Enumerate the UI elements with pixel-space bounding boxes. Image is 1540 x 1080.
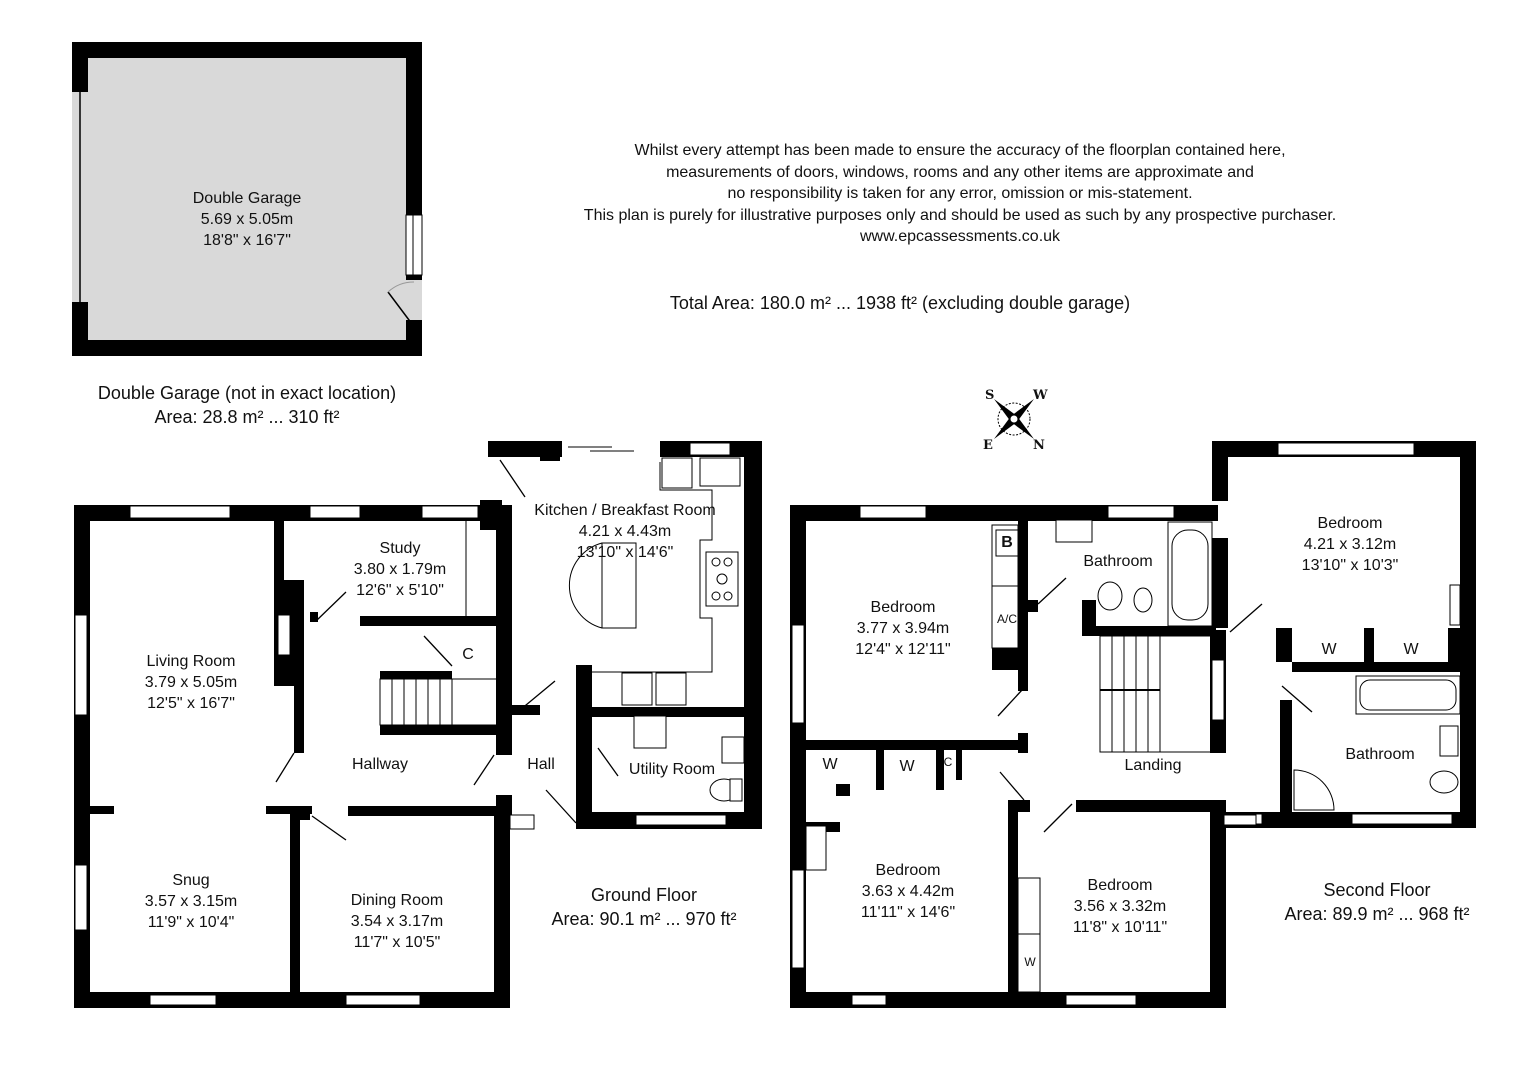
- wardrobe-tag: W: [899, 758, 915, 775]
- room-label-dining-room: Dining Room 3.54 x 3.17m 11'7" x 10'5": [351, 890, 444, 953]
- disclaimer: Whilst every attempt has been made to en…: [584, 140, 1336, 248]
- room-label-cupboard: C: [462, 646, 474, 663]
- compass-n: N: [1033, 438, 1045, 453]
- room-label-hallway: Hallway: [351, 756, 409, 773]
- room-label-bathroom-1: Bathroom: [1083, 553, 1153, 570]
- second-floor-summary: Second Floor Area: 89.9 m² ... 968 ft²: [1284, 878, 1469, 926]
- room-metric: 3.56 x 3.32m: [1073, 898, 1167, 915]
- disclaimer-line-3: no responsibility is taken for any error…: [727, 185, 1193, 202]
- boiler-tag: B: [1001, 534, 1013, 551]
- compass-w: W: [1033, 388, 1048, 403]
- room-name: Bedroom: [875, 862, 941, 879]
- room-label-bedroom-1: Bedroom 3.77 x 3.94m 12'4" x 12'11": [855, 597, 950, 660]
- room-name: Bedroom: [870, 599, 936, 616]
- room-name: Living Room: [146, 653, 236, 670]
- disclaimer-line-4: This plan is purely for illustrative pur…: [583, 206, 1337, 224]
- disclaimer-line-1: Whilst every attempt has been made to en…: [634, 142, 1286, 159]
- cupboard-tag: C: [943, 755, 953, 769]
- room-label-utility: Utility Room: [628, 761, 716, 778]
- room-imperial: 18'8" x 16'7": [203, 232, 291, 249]
- airing-cupboard-tag: A/C: [996, 612, 1018, 626]
- room-metric: 3.80 x 1.79m: [353, 561, 447, 578]
- room-name: Dining Room: [350, 892, 444, 909]
- room-imperial: 13'10" x 10'3": [1301, 557, 1399, 574]
- room-label-hall: Hall: [527, 756, 555, 773]
- wardrobe-tag: W: [1321, 641, 1337, 658]
- garage-caption-title: Double Garage (not in exact location): [97, 383, 397, 403]
- room-metric: 3.54 x 3.17m: [350, 913, 444, 930]
- compass-s: S: [985, 388, 995, 403]
- room-label-bedroom-3: Bedroom 3.63 x 4.42m 11'11" x 14'6": [861, 860, 955, 923]
- room-imperial: 13'10" x 14'6": [576, 544, 674, 561]
- room-label-living-room: Living Room 3.79 x 5.05m 12'5" x 16'7": [145, 651, 238, 714]
- floor-area: Area: 89.9 m² ... 968 ft²: [1284, 904, 1470, 924]
- compass-e: E: [983, 438, 993, 453]
- garage-caption: Double Garage (not in exact location) Ar…: [98, 381, 396, 429]
- room-label-bedroom-4: Bedroom 3.56 x 3.32m 11'8" x 10'11": [1073, 875, 1167, 938]
- double-garage-plan: [72, 42, 423, 356]
- room-imperial: 12'6" x 5'10": [356, 582, 444, 599]
- room-label-bedroom-2: Bedroom 4.21 x 3.12m 13'10" x 10'3": [1302, 513, 1399, 576]
- total-area: Total Area: 180.0 m² ... 1938 ft² (exclu…: [669, 293, 1131, 313]
- room-imperial: 12'5" x 16'7": [147, 695, 235, 712]
- room-label-kitchen: Kitchen / Breakfast Room 4.21 x 4.43m 13…: [534, 500, 715, 563]
- room-imperial: 11'8" x 10'11": [1072, 919, 1168, 936]
- room-label-landing: Landing: [1124, 757, 1182, 774]
- wardrobe-tag: W: [1024, 955, 1036, 969]
- room-metric: 3.79 x 5.05m: [144, 674, 238, 691]
- disclaimer-line-2: measurements of doors, windows, rooms an…: [666, 163, 1254, 181]
- room-name: Double Garage: [192, 190, 302, 207]
- second-floor-plan: [790, 441, 1476, 1008]
- floor-title: Second Floor: [1323, 880, 1431, 900]
- room-imperial: 12'4" x 12'11": [855, 641, 951, 658]
- room-name: Study: [379, 540, 421, 557]
- room-metric: 3.57 x 3.15m: [144, 893, 238, 910]
- room-name: Kitchen / Breakfast Room: [534, 502, 716, 519]
- room-label-study: Study 3.80 x 1.79m 12'6" x 5'10": [354, 538, 447, 601]
- floor-area: Area: 90.1 m² ... 970 ft²: [551, 909, 737, 929]
- floor-title: Ground Floor: [590, 885, 698, 905]
- room-metric: 3.63 x 4.42m: [861, 883, 955, 900]
- room-imperial: 11'9" x 10'4": [147, 914, 235, 931]
- room-name: Bedroom: [1087, 877, 1153, 894]
- ground-floor-plan: [74, 441, 762, 1008]
- room-metric: 4.21 x 4.43m: [578, 523, 672, 540]
- room-label-bathroom-2: Bathroom: [1345, 746, 1415, 763]
- wardrobe-tag: W: [1403, 641, 1419, 658]
- room-label-snug: Snug 3.57 x 3.15m 11'9" x 10'4": [145, 870, 238, 933]
- garage-area: Area: 28.8 m² ... 310 ft²: [154, 407, 340, 427]
- compass-icon: [994, 399, 1034, 439]
- room-metric: 4.21 x 3.12m: [1303, 536, 1397, 553]
- wardrobe-tag: W: [822, 756, 838, 773]
- room-imperial: 11'11" x 14'6": [860, 904, 956, 921]
- room-imperial: 11'7" x 10'5": [353, 934, 441, 951]
- room-name: Bedroom: [1317, 515, 1383, 532]
- room-metric: 3.77 x 3.94m: [856, 620, 950, 637]
- ground-floor-summary: Ground Floor Area: 90.1 m² ... 970 ft²: [551, 883, 736, 931]
- website-link[interactable]: www.epcassessments.co.uk: [859, 228, 1061, 245]
- room-metric: 5.69 x 5.05m: [200, 211, 294, 228]
- room-name: Snug: [172, 872, 210, 889]
- room-label-double-garage: Double Garage 5.69 x 5.05m 18'8" x 16'7": [193, 188, 302, 251]
